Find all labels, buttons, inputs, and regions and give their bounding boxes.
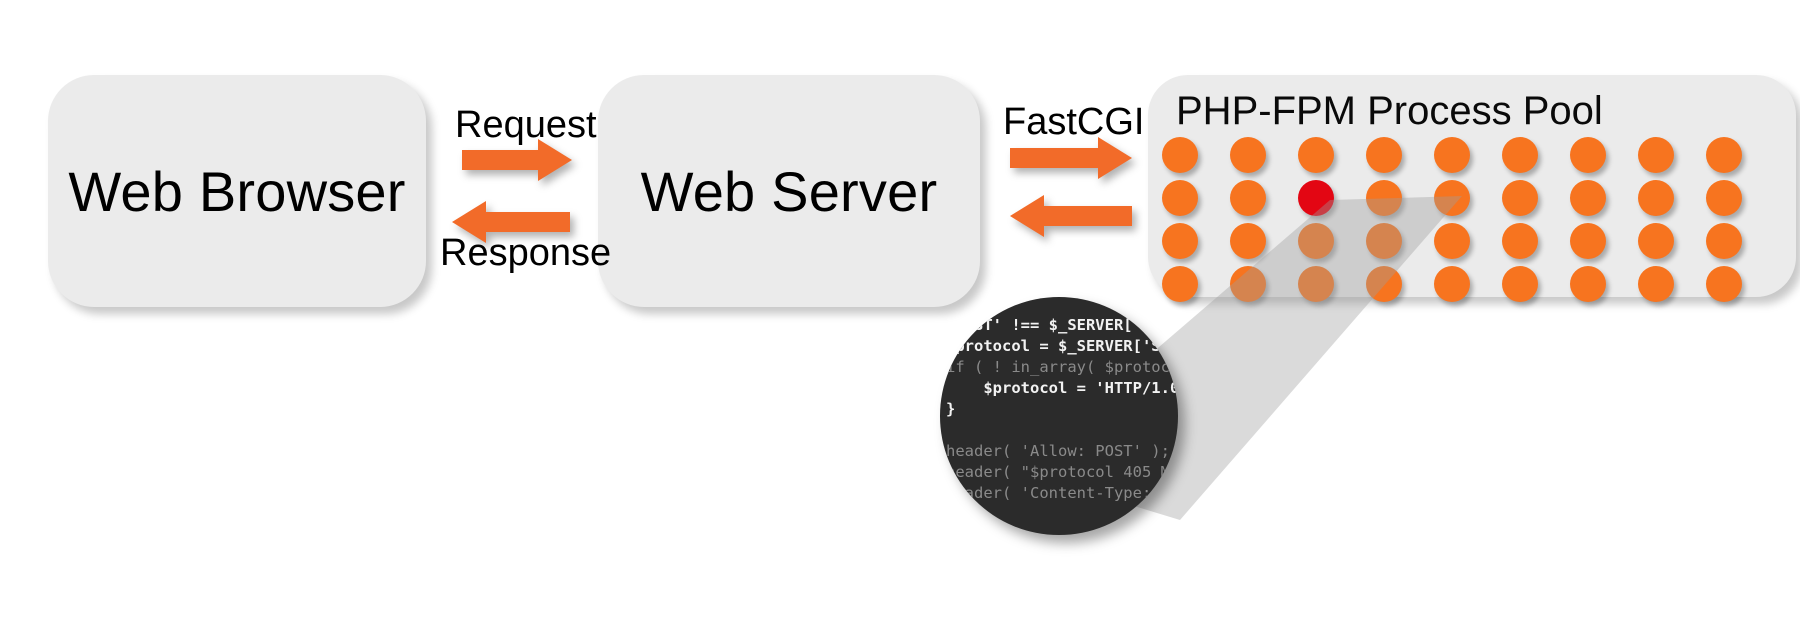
arrow-response-head xyxy=(452,201,486,243)
worker-dot[interactable] xyxy=(1570,180,1606,216)
pool-title: PHP-FPM Process Pool xyxy=(1176,89,1603,133)
worker-dot[interactable] xyxy=(1638,180,1674,216)
arrow-fastcgi-in-shaft xyxy=(1040,206,1132,226)
arrow-fastcgi-in xyxy=(1010,195,1132,237)
worker-dot[interactable] xyxy=(1366,180,1402,216)
worker-row xyxy=(1162,223,1782,261)
arrow-response xyxy=(452,201,570,243)
worker-dot[interactable] xyxy=(1706,223,1742,259)
worker-dot[interactable] xyxy=(1706,266,1742,302)
worker-dot[interactable] xyxy=(1434,137,1470,173)
node-web-browser[interactable]: Web Browser xyxy=(48,75,426,307)
magnifier-lens[interactable]: 'POST' !== $_SERVER['REQUE $protocol = $_… xyxy=(940,297,1178,535)
worker-dot[interactable] xyxy=(1570,266,1606,302)
edge-label-response: Response xyxy=(440,232,612,274)
node-web-browser-label: Web Browser xyxy=(68,159,406,223)
worker-dot[interactable] xyxy=(1434,223,1470,259)
node-web-server[interactable]: Web Server xyxy=(598,75,980,307)
worker-dot[interactable] xyxy=(1298,137,1334,173)
code-line: } xyxy=(946,400,956,418)
code-snippet: 'POST' !== $_SERVER['REQUE $protocol = $_… xyxy=(946,315,1178,504)
arrow-fastcgi-in-head xyxy=(1010,195,1044,237)
worker-dot[interactable] xyxy=(1434,180,1470,216)
worker-dot[interactable] xyxy=(1366,223,1402,259)
worker-row xyxy=(1162,266,1782,304)
worker-dot[interactable] xyxy=(1706,137,1742,173)
arrow-response-shaft xyxy=(482,212,570,232)
worker-dot[interactable] xyxy=(1162,266,1198,302)
code-line: header( 'Content-Type: tex xyxy=(946,484,1178,502)
code-line: if ( ! in_array( $protocol, a xyxy=(946,358,1178,376)
worker-dot[interactable] xyxy=(1502,223,1538,259)
arrow-request-shaft xyxy=(462,150,542,170)
worker-dot[interactable] xyxy=(1638,266,1674,302)
worker-dot[interactable] xyxy=(1502,137,1538,173)
node-php-fpm-pool[interactable]: PHP-FPM Process Pool xyxy=(1148,75,1796,302)
worker-dot[interactable] xyxy=(1230,137,1266,173)
worker-dot[interactable] xyxy=(1502,266,1538,302)
code-line: header( 'Allow: POST' ); xyxy=(946,442,1170,460)
worker-dot[interactable] xyxy=(1162,223,1198,259)
worker-dot[interactable] xyxy=(1230,266,1266,302)
worker-dot[interactable] xyxy=(1570,137,1606,173)
worker-dot[interactable] xyxy=(1638,137,1674,173)
worker-dot[interactable] xyxy=(1570,223,1606,259)
arrow-fastcgi-out-shaft xyxy=(1010,148,1102,168)
worker-dot-active[interactable] xyxy=(1298,180,1334,216)
code-line: $protocol = $_SERVER['SERVER xyxy=(946,337,1178,355)
arrow-fastcgi-out xyxy=(1010,137,1132,179)
worker-dot[interactable] xyxy=(1162,180,1198,216)
arrow-request xyxy=(462,139,572,181)
arrow-request-head xyxy=(538,139,572,181)
worker-dot[interactable] xyxy=(1162,137,1198,173)
arrow-fastcgi-out-head xyxy=(1098,137,1132,179)
worker-dot[interactable] xyxy=(1366,137,1402,173)
worker-dot[interactable] xyxy=(1502,180,1538,216)
edge-label-fastcgi: FastCGI xyxy=(1003,101,1145,143)
worker-row xyxy=(1162,137,1782,175)
code-line xyxy=(946,420,1178,441)
edge-label-request: Request xyxy=(455,104,597,146)
code-line: $protocol = 'HTTP/1.0'; xyxy=(946,379,1178,397)
node-web-server-label: Web Server xyxy=(640,159,938,223)
worker-dot[interactable] xyxy=(1366,266,1402,302)
code-line: header( "$protocol 405 Metho xyxy=(946,463,1178,481)
worker-dot[interactable] xyxy=(1706,180,1742,216)
worker-dot[interactable] xyxy=(1434,266,1470,302)
code-line: 'POST' !== $_SERVER['REQUE xyxy=(946,316,1178,334)
worker-dot[interactable] xyxy=(1638,223,1674,259)
worker-dot[interactable] xyxy=(1298,223,1334,259)
process-worker-grid xyxy=(1162,137,1782,302)
worker-row xyxy=(1162,180,1782,218)
worker-dot[interactable] xyxy=(1230,180,1266,216)
worker-dot[interactable] xyxy=(1298,266,1334,302)
worker-dot[interactable] xyxy=(1230,223,1266,259)
